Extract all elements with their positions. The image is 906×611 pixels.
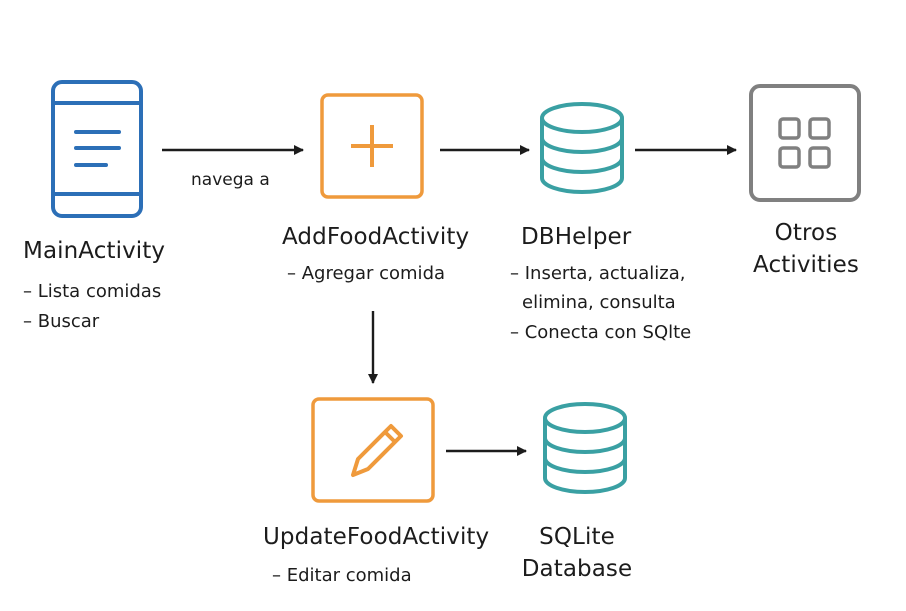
main-activity-line-1: – Lista comidas [23, 281, 162, 302]
phone-list-icon [51, 80, 143, 218]
db-helper-line-1: – Inserta, actualiza, [510, 263, 686, 284]
db-helper-line-2: elimina, consulta [522, 292, 676, 313]
add-food-activity-line-1: – Agregar comida [287, 263, 446, 284]
update-food-activity-title: UpdateFoodActivity [263, 524, 490, 550]
add-food-activity-title: AddFoodActivity [282, 224, 470, 250]
db-helper-line-3: – Conecta con SQlte [510, 322, 692, 343]
sqlite-database-title-line-1: SQLite [539, 524, 615, 550]
main-activity-line-2: – Buscar [23, 311, 100, 332]
database-icon [543, 402, 627, 494]
update-food-activity-line-1: – Editar comida [272, 565, 412, 586]
otros-activities-title-line-2: Activities [753, 252, 859, 278]
grid-icon [749, 84, 861, 202]
database-icon [540, 102, 624, 194]
otros-activities-title-line-1: Otros [774, 220, 838, 246]
pencil-icon [311, 397, 435, 503]
sqlite-database-title-line-2: Database [521, 556, 633, 582]
plus-icon [320, 93, 424, 199]
edge-label-navega: navega a [191, 170, 270, 190]
main-activity-title: MainActivity [23, 238, 166, 264]
db-helper-title: DBHelper [521, 224, 632, 250]
